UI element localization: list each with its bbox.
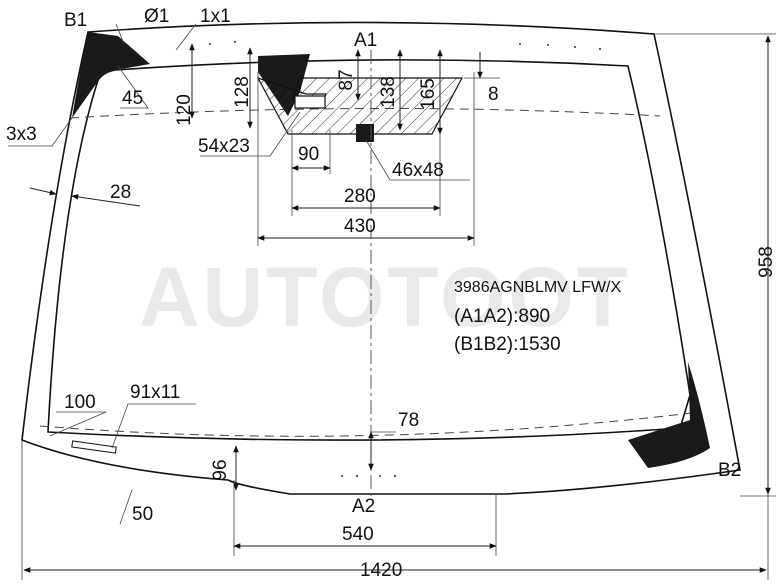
label-hole-diameter: Ø1 — [144, 6, 169, 27]
label-b1: B1 — [64, 10, 87, 31]
label-540: 540 — [342, 524, 374, 545]
part-number-text: 3986AGNBLMV LFW/X — [454, 279, 622, 296]
dimension-a-text: (A1A2):890 — [454, 306, 550, 327]
label-8: 8 — [488, 84, 499, 105]
label-1x1: 1x1 — [200, 6, 231, 27]
label-90: 90 — [298, 144, 319, 165]
watermark-text: AUTOTOOT — [139, 250, 631, 344]
label-28: 28 — [110, 182, 131, 203]
label-430: 430 — [344, 216, 376, 237]
leader-3x3 — [8, 117, 73, 147]
ceramic-band-top-center — [258, 54, 310, 116]
label-b2: B2 — [718, 460, 741, 481]
mirror-window-cutout — [294, 95, 326, 109]
label-a2: A2 — [352, 496, 375, 517]
label-280: 280 — [344, 186, 376, 207]
label-120: 120 — [174, 94, 195, 126]
label-138: 138 — [378, 76, 399, 108]
label-50: 50 — [132, 504, 153, 525]
leader-1x1 — [175, 23, 197, 51]
label-87: 87 — [336, 69, 357, 90]
leader-45 — [117, 65, 149, 109]
leader-54x23 — [200, 111, 301, 157]
label-3x3: 3x3 — [6, 124, 37, 145]
vin-mark-rectangle — [71, 440, 117, 454]
leader-100 — [49, 411, 107, 437]
label-958: 958 — [756, 246, 777, 278]
label-46x48: 46x48 — [392, 160, 444, 181]
ceramic-band-top-left — [72, 32, 150, 118]
label-100: 100 — [64, 392, 96, 413]
label-45: 45 — [122, 88, 143, 109]
mirror-bracket-hatched-area — [256, 76, 464, 135]
glass-dashed-line-top — [69, 107, 661, 119]
leader-50 — [119, 489, 133, 525]
bottom-dots — [341, 475, 396, 477]
dim-line-28-right — [71, 194, 141, 207]
label-128: 128 — [232, 76, 253, 108]
leader-91x11 — [111, 403, 196, 449]
label-165: 165 — [418, 78, 439, 110]
sensor-square — [356, 124, 374, 142]
top-dots — [209, 41, 601, 50]
glass-outer-edge — [21, 21, 741, 495]
dim-line-28-left — [29, 187, 57, 196]
ceramic-band-bottom-right — [628, 362, 710, 468]
label-54x23: 54x23 — [198, 136, 250, 157]
leader-46x48 — [365, 139, 470, 181]
label-a1: A1 — [354, 30, 377, 51]
label-78: 78 — [398, 410, 419, 431]
dimension-b-text: (B1B2):1530 — [454, 334, 561, 355]
label-96: 96 — [210, 459, 231, 480]
leader-diameter — [115, 23, 125, 45]
label-91x11: 91x11 — [130, 382, 180, 403]
label-1420: 1420 — [360, 560, 402, 581]
